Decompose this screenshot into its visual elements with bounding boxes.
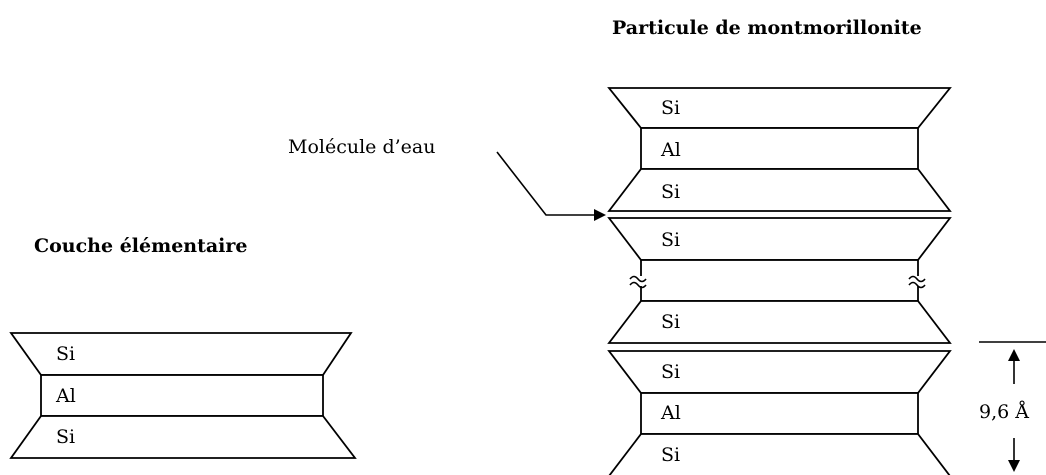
layer2-si-bottom-label: Si [661, 311, 680, 333]
unit-si-bottom-sheet [9, 415, 357, 459]
unit-layer-title: Couche élémentaire [34, 235, 248, 257]
layer3-si-bottom-label: Si [661, 444, 680, 466]
spacing-label: 9,6 Å [979, 401, 1029, 423]
layer1-si-bottom-label: Si [661, 181, 680, 203]
water-molecule-label: Molécule d’eau [288, 136, 435, 158]
layer2-si-top-label: Si [661, 229, 680, 251]
layer1-al-label: Al [660, 139, 681, 161]
layer2-si-bottom-sheet [607, 300, 952, 344]
unit-si-top-label: Si [56, 343, 75, 365]
unit-si-bottom-label: Si [56, 426, 75, 448]
particle-layer-3: Si Al Si [607, 350, 952, 475]
layer1-si-bottom-sheet [607, 168, 952, 212]
layer3-al-sheet [640, 392, 919, 435]
spacing-dimension: 9,6 Å [979, 341, 1046, 472]
unit-al-label: Al [55, 385, 76, 407]
layer3-si-bottom-sheet [608, 433, 951, 475]
break-mark-right [908, 275, 926, 289]
particle-title: Particule de montmorillonite [612, 17, 922, 39]
layer1-si-top-label: Si [661, 97, 680, 119]
unit-layer: Si Al Si [9, 332, 357, 459]
unit-al-sheet [40, 374, 324, 417]
layer2-middle-sheet [640, 259, 919, 302]
layer3-si-top-label: Si [661, 361, 680, 383]
particle-layer-2: Si Si [607, 217, 952, 344]
layer1-al-sheet [640, 127, 919, 170]
break-mark-left [629, 275, 647, 289]
layer3-al-label: Al [660, 402, 681, 424]
water-molecule-arrow [496, 151, 606, 221]
particle-layer-1: Si Al Si [607, 87, 952, 212]
